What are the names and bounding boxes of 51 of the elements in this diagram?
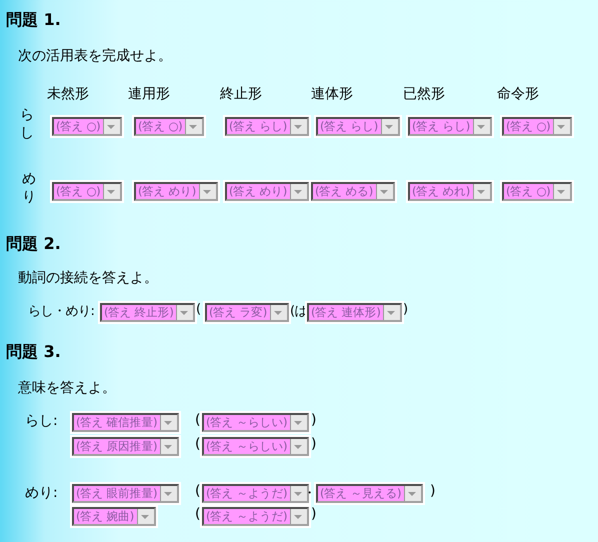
answer-dropdown: (答え らし) (408, 117, 492, 136)
row-label: らし (20, 106, 35, 142)
answer-dropdown: (答え めり) (134, 182, 218, 201)
bracket-text: ( (196, 302, 201, 317)
answer-dropdown: (答え ○) (52, 117, 122, 136)
instruction-text: 動詞の接続を答えよ。 (18, 269, 158, 287)
column-header: 未然形 (47, 85, 89, 103)
answer-dropdown: (答え ～らしい) (202, 437, 310, 456)
bracket-text: ) (311, 436, 316, 452)
bracket-text: ( (195, 506, 200, 522)
row-label: らし: (25, 412, 58, 430)
row-label: らし・めり: (28, 303, 94, 320)
row-label: めり (22, 170, 37, 206)
answer-dropdown: (答え ～らしい) (202, 413, 310, 432)
answer-dropdown: (答え ○) (52, 182, 122, 201)
answer-dropdown: (答え らし) (225, 117, 309, 136)
bracket-text: ( (195, 412, 200, 428)
question-heading: 問題 1. (6, 10, 61, 31)
bracket-text: ) (430, 483, 436, 499)
question-heading: 問題 3. (6, 342, 61, 363)
answer-dropdown: (答え 眼前推量) (72, 484, 180, 503)
instruction-text: 次の活用表を完成せよ。 (18, 47, 172, 65)
bracket-text: ( (195, 436, 200, 452)
answer-dropdown: (答え める) (311, 182, 395, 201)
column-header: 連用形 (128, 85, 170, 103)
column-header: 已然形 (403, 85, 445, 103)
answer-dropdown: (答え ○) (502, 117, 572, 136)
column-header: 命令形 (497, 85, 539, 103)
row-label: めり: (25, 484, 58, 502)
bracket-text: ) (403, 302, 408, 317)
answer-dropdown: (答え ○) (134, 117, 204, 136)
column-header: 連体形 (311, 85, 353, 103)
bracket-text: ( (195, 483, 200, 499)
bracket-text: ) (311, 412, 316, 428)
instruction-text: 意味を答えよ。 (18, 379, 116, 397)
answer-dropdown: (答え ～ようだ) (202, 484, 310, 503)
answer-dropdown: (答え めれ) (408, 182, 492, 201)
question-heading: 問題 2. (6, 234, 61, 255)
column-header: 終止形 (220, 85, 262, 103)
answer-dropdown: (答え ○) (502, 182, 572, 201)
answer-dropdown: (答え らし) (316, 117, 400, 136)
answer-dropdown: (答え 婉曲) (72, 507, 156, 526)
answer-dropdown: (答え 終止形) (100, 303, 196, 322)
answer-dropdown: (答え めり) (225, 182, 309, 201)
bracket-text: ) (311, 506, 316, 522)
answer-dropdown: (答え 確信推量) (72, 413, 180, 432)
answer-dropdown: (答え ～見える) (316, 484, 424, 503)
answer-dropdown: (答え ～ようだ) (202, 507, 310, 526)
answer-dropdown: (答え 連体形) (307, 303, 402, 322)
answer-dropdown: (答え ラ変) (205, 303, 289, 322)
answer-dropdown: (答え 原因推量) (72, 437, 180, 456)
